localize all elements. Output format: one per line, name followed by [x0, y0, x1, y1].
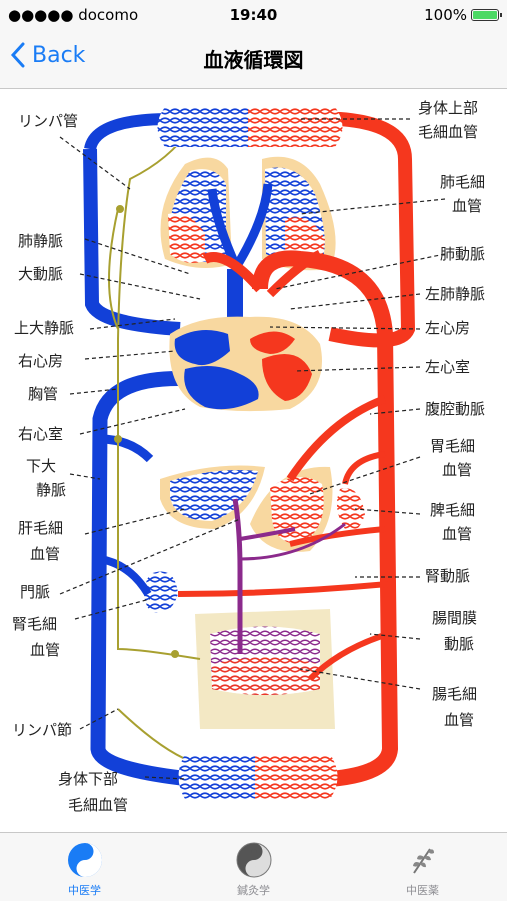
- tab-acupuncture[interactable]: 鍼灸学: [169, 833, 338, 901]
- lower-capillaries-artery: [255, 754, 338, 799]
- label-spleen-cap-2: 血管: [442, 525, 472, 543]
- clock: 19:40: [229, 6, 278, 24]
- yin-yang-icon: [67, 843, 102, 877]
- label-stomach-cap-1: 胃毛細: [430, 437, 475, 455]
- heart: [169, 316, 322, 412]
- label-upper-cap-1: 身体上部: [418, 99, 478, 117]
- tab-chinese-medicine[interactable]: 中医学: [0, 833, 169, 901]
- label-intestine-cap-2: 血管: [444, 711, 474, 729]
- lower-capillaries-vein: [178, 754, 255, 799]
- label-liver-cap-2: 血管: [30, 545, 60, 563]
- label-lower-cap-1: 身体下部: [58, 770, 118, 788]
- herb-leaf-icon: [412, 848, 434, 874]
- label-liver-cap-1: 肝毛細: [18, 519, 63, 537]
- label-ivc-1: 下大: [26, 457, 56, 475]
- label-kidney-cap-2: 血管: [30, 641, 60, 659]
- back-label: Back: [32, 42, 86, 68]
- label-renal-artery: 腎動脈: [425, 567, 470, 585]
- label-upper-cap-2: 毛細血管: [418, 123, 478, 141]
- label-lymph-node: リンパ節: [12, 721, 72, 739]
- label-stomach-cap-2: 血管: [442, 461, 472, 479]
- tab-label: 中医学: [68, 884, 101, 897]
- yin-yang-gray-icon: [236, 842, 271, 878]
- label-pulm-artery: 肺動脈: [440, 245, 485, 263]
- portal-circuit: [232, 498, 346, 654]
- battery-icon: [471, 9, 502, 21]
- arterial-circuit: [177, 112, 416, 787]
- leader-lines: [59, 118, 446, 780]
- upper-capillaries-vein: [157, 107, 248, 147]
- label-mesenteric-1: 腸間膜: [432, 609, 477, 627]
- upper-capillaries-artery: [248, 107, 343, 147]
- spleen: [336, 488, 365, 532]
- status-bar: ●●●●● docomo 19:40 100%: [0, 0, 507, 30]
- battery-status: 100%: [424, 6, 502, 24]
- label-pulm-vein: 肺静脈: [18, 232, 63, 250]
- tab-herbal-medicine[interactable]: 中医薬: [338, 833, 507, 901]
- label-svc: 上大静脈: [14, 319, 74, 337]
- label-portal: 門脈: [20, 583, 50, 601]
- label-left-atrium: 左心房: [425, 319, 470, 337]
- tab-label: 中医薬: [406, 884, 439, 897]
- lungs: [160, 156, 336, 271]
- label-lung-cap-1: 肺毛細: [440, 173, 485, 191]
- liver-capillaries: [170, 470, 258, 521]
- label-ivc-2: 静脈: [36, 481, 66, 499]
- label-kidney-cap-1: 腎毛細: [12, 615, 57, 633]
- label-lung-cap-2: 血管: [452, 197, 482, 215]
- page-title: 血液循環図: [203, 48, 304, 72]
- label-mesenteric-2: 動脈: [444, 635, 474, 653]
- kidney: [144, 571, 178, 613]
- tab-bar: 中医学 鍼灸学 中医薬: [0, 832, 507, 901]
- label-intestine-cap-1: 腸毛細: [432, 685, 477, 703]
- chevron-left-icon: [10, 42, 25, 68]
- circulation-diagram: リンパ管 身体上部 毛細血管 肺毛細 血管 肺静脈 肺動脈 大動脈 左肺静脈 上…: [12, 99, 485, 814]
- navigation-bar: Back 血液循環図: [0, 30, 507, 89]
- label-lower-cap-2: 毛細血管: [68, 796, 128, 814]
- label-right-atrium: 右心房: [18, 352, 63, 370]
- back-button[interactable]: Back: [10, 42, 85, 68]
- label-thoracic-duct: 胸管: [28, 385, 58, 403]
- label-left-pulm-vein: 左肺静脈: [425, 285, 485, 303]
- carrier: ●●●●● docomo: [8, 6, 139, 24]
- label-spleen-cap-1: 脾毛細: [430, 501, 475, 519]
- label-celiac: 腹腔動脈: [425, 400, 485, 418]
- label-aorta: 大動脈: [18, 265, 63, 283]
- tab-label: 鍼灸学: [237, 884, 270, 897]
- battery-percent: 100%: [424, 6, 467, 24]
- label-lymph-vessel: リンパ管: [18, 112, 78, 130]
- diagram-labels: リンパ管 身体上部 毛細血管 肺毛細 血管 肺静脈 肺動脈 大動脈 左肺静脈 上…: [12, 99, 485, 814]
- label-left-ventricle: 左心室: [425, 358, 470, 376]
- label-right-ventricle: 右心室: [18, 425, 63, 443]
